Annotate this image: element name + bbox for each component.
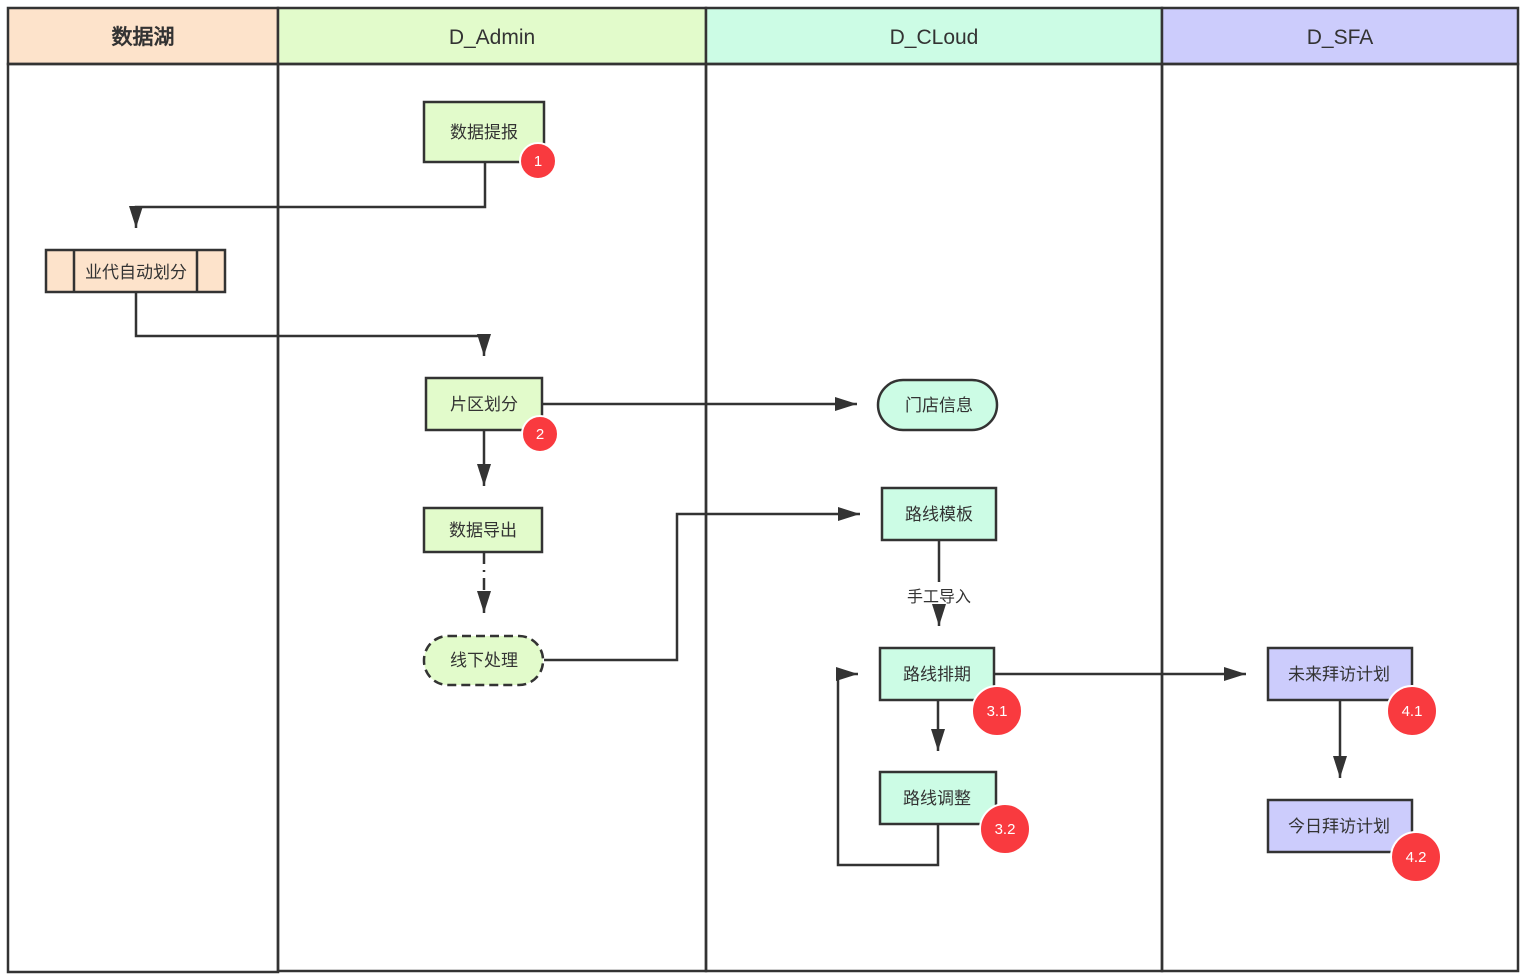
- lane-body-datalake: [6, 62, 280, 974]
- lane-datalake: 数据湖: [6, 6, 280, 974]
- node-auto-partition[interactable]: 业代自动划分: [44, 248, 227, 294]
- lane-title-cloud: D_CLoud: [890, 26, 979, 49]
- lane-title-datalake: 数据湖: [112, 26, 175, 49]
- node-zone-partition[interactable]: 片区划分: [424, 376, 544, 432]
- badge-text: 4.1: [1402, 703, 1423, 720]
- step-badge-3-1: 3.1: [971, 685, 1023, 737]
- node-label: 业代自动划分: [85, 263, 187, 283]
- node-route-template[interactable]: 路线模板: [880, 486, 998, 542]
- step-badge-4-1: 4.1: [1386, 685, 1438, 737]
- node-route-adjust[interactable]: 路线调整: [878, 770, 998, 826]
- node-store-info[interactable]: 门店信息: [876, 378, 999, 432]
- node-today-visit-plan[interactable]: 今日拜访计划: [1266, 798, 1414, 854]
- badge-text: 4.2: [1406, 849, 1427, 866]
- step-badge-1: 1: [519, 142, 557, 180]
- node-route-schedule[interactable]: 路线排期: [878, 646, 996, 702]
- badge-text: 1: [534, 153, 542, 170]
- badge-text: 3.1: [987, 703, 1008, 720]
- node-label: 门店信息: [905, 396, 973, 416]
- edges: [129, 162, 1347, 867]
- lane-header-cloud[interactable]: [704, 6, 1164, 66]
- node-label: 数据导出: [449, 521, 517, 541]
- node-label: 今日拜访计划: [1288, 817, 1390, 837]
- step-badge-4-2: 4.2: [1390, 831, 1442, 883]
- edge-report-to-auto[interactable]: [129, 162, 487, 228]
- step-badge-3-2: 3.2: [979, 803, 1031, 855]
- node-offline-processing[interactable]: 线下处理: [422, 634, 545, 687]
- lane-title-sfa: D_SFA: [1307, 26, 1374, 49]
- lane-header-datalake[interactable]: [6, 6, 280, 66]
- lane-header-admin[interactable]: [276, 6, 708, 66]
- node-label: 数据提报: [450, 123, 518, 143]
- badge-text: 2: [536, 426, 544, 443]
- edge-auto-to-zone[interactable]: [134, 292, 491, 356]
- node-future-visit-plan[interactable]: 未来拜访计划: [1266, 646, 1414, 702]
- lane-body-sfa: [1160, 62, 1520, 973]
- node-label: 未来拜访计划: [1288, 665, 1390, 685]
- node-label: 线下处理: [450, 651, 518, 671]
- node-label: 路线排期: [903, 665, 971, 685]
- edge-offline-to-template[interactable]: [544, 507, 860, 662]
- edge-label-manual-import: 手工导入: [907, 587, 971, 606]
- node-label: 路线调整: [903, 789, 971, 809]
- node-data-export[interactable]: 数据导出: [422, 506, 544, 554]
- lane-sfa: D_SFA: [1160, 6, 1520, 973]
- badge-text: 3.2: [995, 821, 1016, 838]
- edge-adjust-to-schedule[interactable]: [836, 667, 940, 867]
- node-label: 路线模板: [905, 505, 973, 525]
- lane-title-admin: D_Admin: [449, 26, 535, 49]
- step-badge-2: 2: [521, 415, 559, 453]
- node-label: 片区划分: [450, 395, 518, 415]
- lane-admin: D_Admin: [276, 6, 708, 973]
